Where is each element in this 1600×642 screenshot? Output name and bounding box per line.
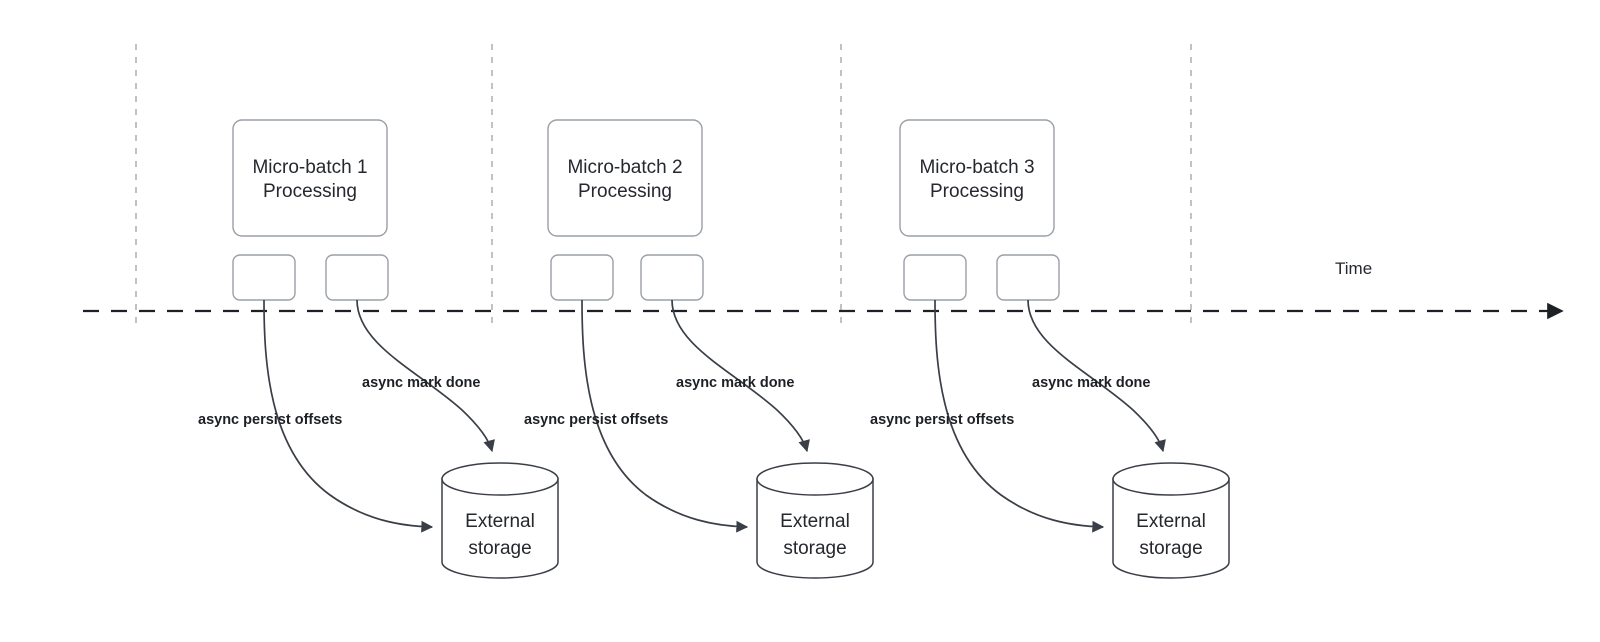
group-3-mark-done-label: async mark done <box>1032 375 1150 391</box>
group-2-storage-label-line2: storage <box>783 538 846 559</box>
cylinder-top <box>756 462 874 496</box>
group-1-persist-offsets-label: async persist offsets <box>198 412 342 428</box>
group-3-task-box-persist[interactable] <box>903 254 967 301</box>
group-3-persist-offsets-label: async persist offsets <box>870 412 1014 428</box>
group-2-persist-offsets-edge <box>581 299 749 533</box>
group-1: Micro-batch 1 Processing async persist o… <box>198 119 559 579</box>
group-2: Micro-batch 2 Processing async persist o… <box>524 119 874 579</box>
time-axis-label: Time <box>1335 259 1372 278</box>
group-2-task-box-persist[interactable] <box>550 254 614 301</box>
group-1-mark-done-edge <box>356 299 495 453</box>
group-1-storage-label-line1: External <box>465 511 535 532</box>
group-2-storage-label-line1: External <box>780 511 850 532</box>
group-3-persist-offsets-edge <box>934 299 1105 533</box>
group-1-persist-offsets-edge <box>263 299 434 533</box>
group-1-mark-done-label: async mark done <box>362 375 480 391</box>
group-3-external-storage-cylinder[interactable]: External storage <box>1112 462 1230 579</box>
group-2-external-storage-cylinder[interactable]: External storage <box>756 462 874 579</box>
group-1-storage-label-line2: storage <box>468 538 531 559</box>
group-2-persist-offsets-label: async persist offsets <box>524 412 668 428</box>
cylinder-top <box>441 462 559 496</box>
group-1-task-box-persist[interactable] <box>232 254 296 301</box>
micro-batch-2-label-line1: Micro-batch 2 <box>567 157 682 178</box>
group-3-task-box-mark[interactable] <box>996 254 1060 301</box>
group-1-external-storage-cylinder[interactable]: External storage <box>441 462 559 579</box>
group-3-mark-done-edge <box>1027 299 1166 453</box>
micro-batch-3-box[interactable] <box>899 119 1055 237</box>
micro-batch-1-box[interactable] <box>232 119 388 237</box>
group-2-mark-done-edge <box>671 299 810 453</box>
group-2-task-box-mark[interactable] <box>640 254 704 301</box>
time-axis: Time <box>83 259 1564 320</box>
micro-batch-1-label-line1: Micro-batch 1 <box>252 157 367 178</box>
micro-batch-3-label-line2: Processing <box>930 181 1024 202</box>
group-1-task-box-mark[interactable] <box>325 254 389 301</box>
cylinder-body <box>1112 478 1230 579</box>
micro-batch-1-label-line2: Processing <box>263 181 357 202</box>
group-3: Micro-batch 3 Processing async persist o… <box>870 119 1230 579</box>
group-3-storage-label-line2: storage <box>1139 538 1202 559</box>
micro-batch-2-box[interactable] <box>547 119 703 237</box>
group-2-mark-done-label: async mark done <box>676 375 794 391</box>
micro-batch-3-label-line1: Micro-batch 3 <box>919 157 1034 178</box>
cylinder-body <box>441 478 559 579</box>
group-3-storage-label-line1: External <box>1136 511 1206 532</box>
micro-batch-2-label-line2: Processing <box>578 181 672 202</box>
cylinder-body <box>756 478 874 579</box>
cylinder-top <box>1112 462 1230 496</box>
